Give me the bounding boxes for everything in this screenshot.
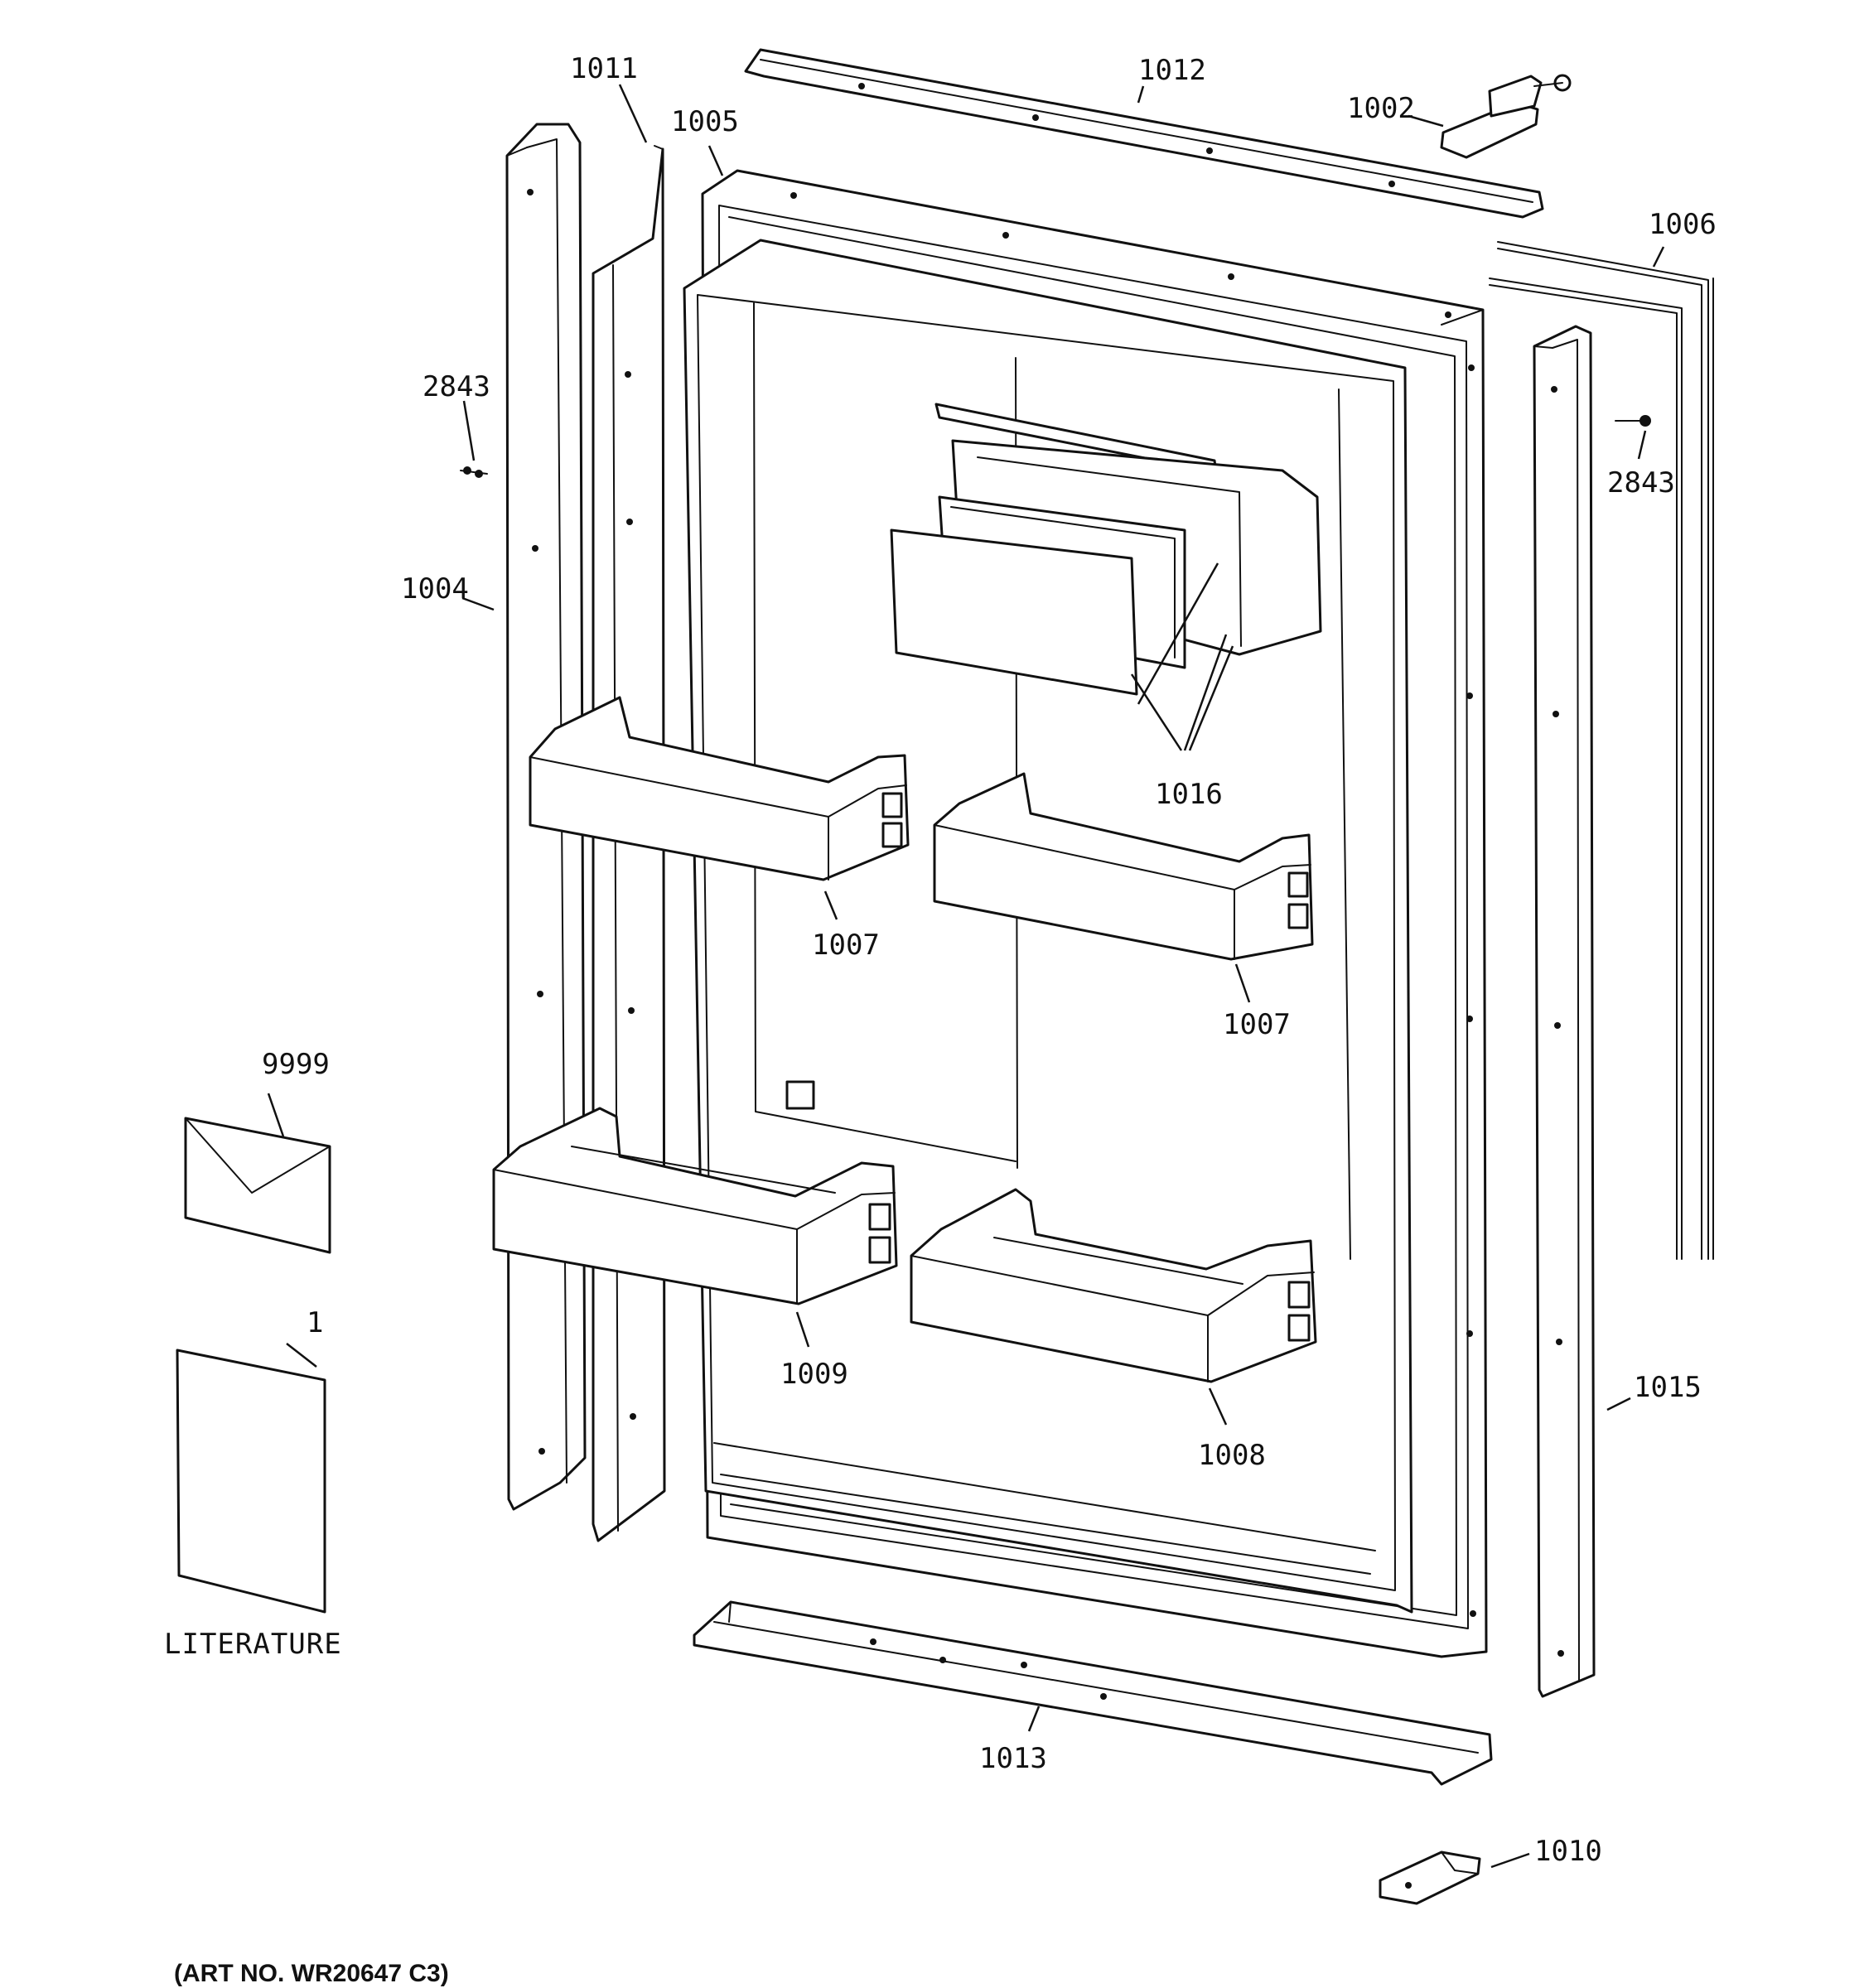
callout-1013: 1013 <box>979 1742 1047 1775</box>
callout-1007-left: 1007 <box>812 929 880 962</box>
leader-lines <box>267 84 1665 1869</box>
callout-1008: 1008 <box>1198 1439 1266 1472</box>
part-2843-screw-left <box>460 466 488 478</box>
part-1015-right-trim <box>1533 325 1596 1698</box>
part-1002-top-hinge <box>1440 74 1572 159</box>
part-1008-lower-right-bin <box>910 1188 1317 1383</box>
part-1007-right-bin <box>933 772 1314 961</box>
callout-1005: 1005 <box>671 105 739 138</box>
part-2843-screw-right <box>1615 415 1651 427</box>
callout-1004: 1004 <box>401 572 469 606</box>
callout-1: 1 <box>307 1306 323 1339</box>
callout-1016: 1016 <box>1155 778 1223 811</box>
callout-2843-left: 2843 <box>423 370 490 403</box>
callout-9999: 9999 <box>262 1048 330 1081</box>
callout-1010: 1010 <box>1534 1835 1602 1868</box>
part-1009-lower-left-bin <box>492 1107 898 1305</box>
part-1007-left-bin <box>529 696 910 881</box>
callout-2843-right: 2843 <box>1607 466 1675 499</box>
part-1010-bottom-hinge <box>1379 1850 1481 1905</box>
part-1-literature <box>176 1349 326 1614</box>
literature-label: LITERATURE <box>164 1628 342 1661</box>
callout-1011: 1011 <box>570 52 638 85</box>
callout-1015: 1015 <box>1634 1371 1702 1404</box>
callout-1012: 1012 <box>1138 54 1206 87</box>
callout-1002: 1002 <box>1347 92 1415 125</box>
part-9999-envelope <box>184 1117 331 1254</box>
part-1006-door-gasket <box>1489 241 1714 1260</box>
part-1013-bottom-trim <box>693 1600 1493 1786</box>
art-number: (ART NO. WR20647 C3) <box>174 1960 449 1987</box>
callout-labels: 1011 1012 1005 1002 1006 2843 2843 1004 … <box>262 52 1717 1868</box>
callout-1007-right: 1007 <box>1223 1008 1291 1041</box>
part-1012-top-trim <box>744 48 1544 219</box>
callout-1006: 1006 <box>1649 208 1717 241</box>
part-1016-dairy-bin <box>890 403 1322 696</box>
callout-1009: 1009 <box>780 1358 848 1391</box>
